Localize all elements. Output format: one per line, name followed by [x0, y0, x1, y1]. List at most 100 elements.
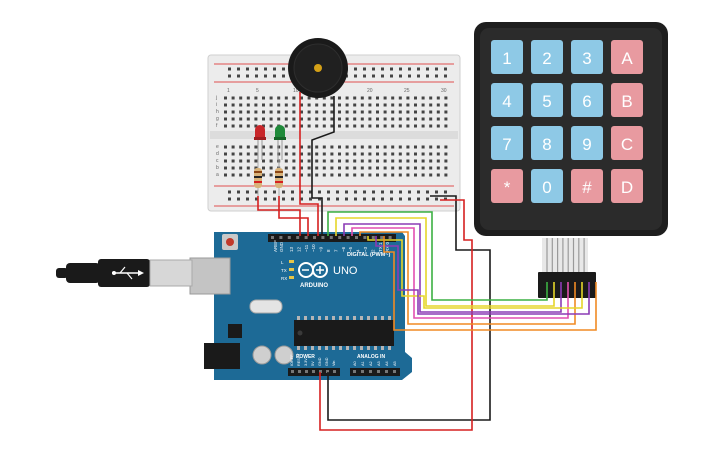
breadboard-hole[interactable]	[269, 117, 273, 121]
green-led[interactable]	[274, 125, 286, 160]
breadboard-hole[interactable]	[338, 173, 341, 177]
breadboard-hole[interactable]	[322, 173, 326, 177]
rail-hole[interactable]	[399, 190, 402, 194]
breadboard-hole[interactable]	[284, 124, 288, 128]
breadboard-hole[interactable]	[398, 166, 402, 170]
breadboard-hole[interactable]	[353, 96, 357, 100]
wires[interactable]	[257, 195, 597, 431]
piezo-buzzer[interactable]	[288, 38, 348, 200]
breadboard-hole[interactable]	[436, 110, 440, 114]
breadboard-hole[interactable]	[254, 159, 258, 163]
rail-hole[interactable]	[273, 197, 276, 201]
breadboard-hole[interactable]	[330, 96, 334, 100]
breadboard-hole[interactable]	[436, 117, 440, 121]
breadboard-hole[interactable]	[338, 145, 341, 149]
breadboard-hole[interactable]	[254, 110, 258, 114]
rail-hole[interactable]	[318, 190, 321, 194]
rail-hole[interactable]	[237, 197, 240, 201]
breadboard-hole[interactable]	[239, 117, 243, 121]
breadboard-hole[interactable]	[406, 173, 410, 177]
breadboard-hole[interactable]	[429, 145, 433, 149]
key-4[interactable]: 4	[491, 83, 523, 117]
breadboard-hole[interactable]	[406, 159, 410, 163]
breadboard-hole[interactable]	[262, 117, 265, 121]
breadboard-hole[interactable]	[262, 103, 265, 107]
rail-hole[interactable]	[417, 74, 420, 78]
key-1[interactable]: 1	[491, 40, 523, 74]
breadboard-hole[interactable]	[345, 152, 349, 156]
rail-hole[interactable]	[228, 190, 231, 194]
rail-hole[interactable]	[417, 67, 420, 71]
rail-hole[interactable]	[390, 74, 393, 78]
key-6[interactable]: 6	[571, 83, 603, 117]
rail-hole[interactable]	[435, 74, 438, 78]
breadboard-hole[interactable]	[406, 110, 410, 114]
breadboard-hole[interactable]	[429, 117, 433, 121]
rail-hole[interactable]	[408, 197, 411, 201]
breadboard[interactable]: 1 5 10 15 20 25 30 j i h g f e d c b a	[207, 54, 461, 212]
breadboard-hole[interactable]	[307, 124, 311, 128]
breadboard-hole[interactable]	[322, 110, 326, 114]
key-2[interactable]: 2	[531, 40, 563, 74]
rail-hole[interactable]	[300, 197, 303, 201]
breadboard-hole[interactable]	[277, 145, 281, 149]
breadboard-hole[interactable]	[284, 117, 288, 121]
breadboard-hole[interactable]	[292, 145, 296, 149]
breadboard-hole[interactable]	[254, 117, 258, 121]
breadboard-hole[interactable]	[444, 117, 448, 121]
breadboard-hole[interactable]	[322, 166, 326, 170]
rail-hole[interactable]	[264, 67, 267, 71]
breadboard-hole[interactable]	[307, 159, 311, 163]
breadboard-hole[interactable]	[368, 124, 372, 128]
breadboard-hole[interactable]	[246, 117, 250, 121]
breadboard-hole[interactable]	[406, 145, 410, 149]
breadboard-hole[interactable]	[368, 117, 372, 121]
breadboard-hole[interactable]	[307, 117, 311, 121]
rail-hole[interactable]	[363, 74, 366, 78]
analog-header[interactable]	[350, 368, 400, 376]
rail-hole[interactable]	[381, 74, 384, 78]
breadboard-hole[interactable]	[376, 117, 379, 121]
breadboard-hole[interactable]	[414, 159, 417, 163]
breadboard-hole[interactable]	[414, 166, 417, 170]
breadboard-hole[interactable]	[246, 159, 250, 163]
breadboard-hole[interactable]	[338, 152, 341, 156]
rail-hole[interactable]	[273, 190, 276, 194]
breadboard-hole[interactable]	[436, 103, 440, 107]
breadboard-hole[interactable]	[398, 117, 402, 121]
resistor-1[interactable]	[254, 160, 262, 196]
breadboard-hole[interactable]	[322, 152, 326, 156]
breadboard-hole[interactable]	[360, 124, 364, 128]
rail-hole[interactable]	[435, 197, 438, 201]
breadboard-hole[interactable]	[330, 173, 334, 177]
key-9[interactable]: 9	[571, 126, 603, 160]
breadboard-hole[interactable]	[322, 117, 326, 121]
breadboard-hole[interactable]	[300, 110, 303, 114]
breadboard-hole[interactable]	[360, 152, 364, 156]
breadboard-hole[interactable]	[406, 103, 410, 107]
breadboard-hole[interactable]	[406, 117, 410, 121]
rail-hole[interactable]	[372, 74, 375, 78]
breadboard-hole[interactable]	[353, 159, 357, 163]
breadboard-hole[interactable]	[406, 152, 410, 156]
breadboard-hole[interactable]	[414, 96, 417, 100]
breadboard-hole[interactable]	[224, 159, 227, 163]
rail-hole[interactable]	[408, 74, 411, 78]
breadboard-hole[interactable]	[307, 103, 311, 107]
breadboard-hole[interactable]	[284, 173, 288, 177]
breadboard-hole[interactable]	[277, 152, 281, 156]
breadboard-hole[interactable]	[300, 152, 303, 156]
rail-hole[interactable]	[372, 67, 375, 71]
rail-hole[interactable]	[372, 190, 375, 194]
breadboard-hole[interactable]	[421, 159, 425, 163]
breadboard-hole[interactable]	[391, 110, 395, 114]
rail-hole[interactable]	[228, 74, 231, 78]
breadboard-hole[interactable]	[269, 103, 273, 107]
key-3[interactable]: 3	[571, 40, 603, 74]
rail-hole[interactable]	[363, 190, 366, 194]
breadboard-hole[interactable]	[307, 110, 311, 114]
breadboard-hole[interactable]	[444, 124, 448, 128]
rail-hole[interactable]	[345, 197, 348, 201]
key-hash[interactable]: #	[571, 169, 603, 203]
breadboard-hole[interactable]	[345, 159, 349, 163]
